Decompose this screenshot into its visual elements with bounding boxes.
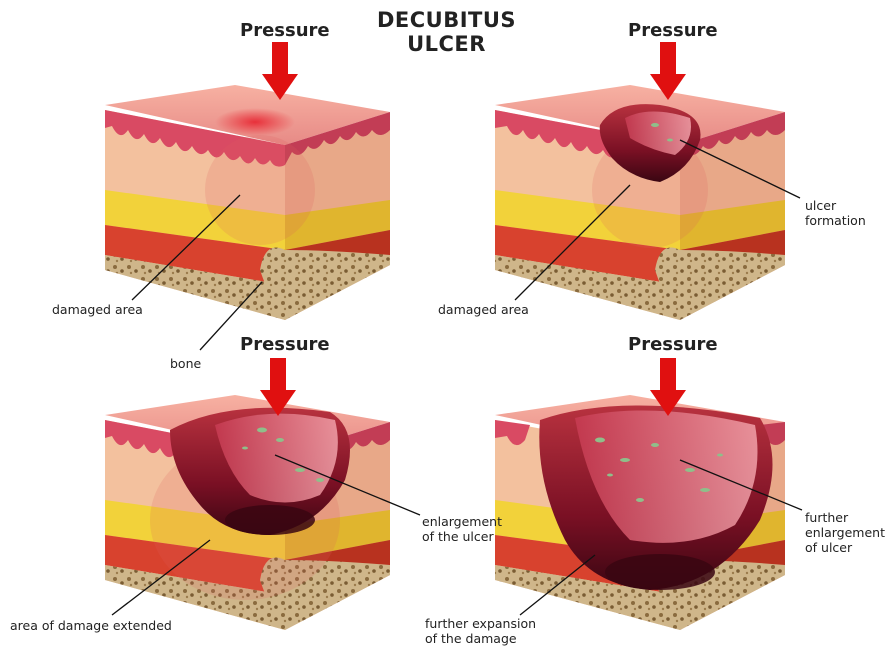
p3-enlargement-line-2: of the ulcer	[422, 529, 502, 544]
p1-bone-hump	[260, 248, 390, 321]
p4-further-enl-line-2: enlargement	[805, 525, 885, 540]
p3-enlargement-label: enlargement of the ulcer	[422, 514, 502, 544]
panel-4-block	[495, 358, 802, 630]
p4-further-enlargement-label: further enlargement of ulcer	[805, 510, 885, 555]
p2-pressure-label: Pressure	[628, 20, 718, 41]
p4-further-exp-line-2: of the damage	[425, 631, 536, 646]
p3-area-extended-label: area of damage extended	[10, 618, 172, 633]
panel-2-block	[495, 42, 800, 320]
panel-3-block	[105, 358, 420, 630]
p4-further-exp-line-1: further expansion	[425, 616, 536, 631]
diagram-title: DECUBITUS ULCER	[0, 8, 893, 56]
p1-damaged-area-label: damaged area	[52, 302, 143, 317]
p1-bone-label: bone	[170, 356, 201, 371]
p2-ulcer-formation-label: ulcer formation	[805, 198, 866, 228]
p4-pressure-label: Pressure	[628, 334, 718, 355]
p4-further-enl-line-3: of ulcer	[805, 540, 885, 555]
p1-damaged-zone	[205, 135, 315, 245]
title-line-2: ULCER	[0, 32, 893, 56]
p2-ulcer-line-2: formation	[805, 213, 866, 228]
p2-ulcer-line-1: ulcer	[805, 198, 866, 213]
p2-damaged-area-label: damaged area	[438, 302, 529, 317]
p3-enlargement-line-1: enlargement	[422, 514, 502, 529]
p1-pressure-spot	[215, 108, 295, 136]
p4-further-expansion-label: further expansion of the damage	[425, 616, 536, 646]
p1-pressure-label: Pressure	[240, 20, 330, 41]
panel-1-block	[105, 42, 390, 350]
p4-further-enl-line-1: further	[805, 510, 885, 525]
title-line-1: DECUBITUS	[0, 8, 893, 32]
p3-pressure-label: Pressure	[240, 334, 330, 355]
